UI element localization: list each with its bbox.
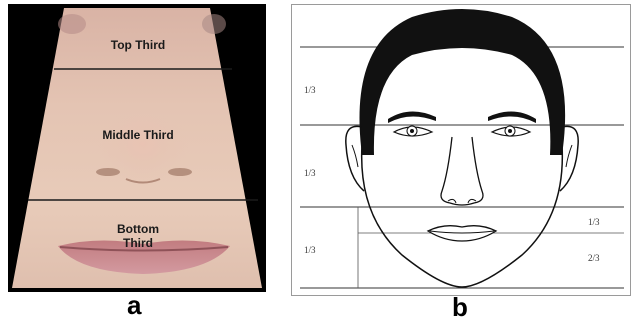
left-pupil — [410, 129, 414, 133]
left-ear-inner — [352, 145, 358, 167]
nose — [441, 137, 483, 205]
right-pupil — [508, 129, 512, 133]
right-eyebrow — [488, 111, 536, 123]
fraction-left-lower: 1/3 — [304, 245, 316, 255]
panel-a-face-photo: Top Third Middle Third Bottom Third — [8, 4, 266, 292]
panel-b-face-drawing: 1/3 1/3 1/3 1/3 2/3 — [291, 4, 631, 296]
left-eye-corner — [58, 14, 86, 34]
fraction-left-middle: 1/3 — [304, 168, 316, 178]
face-drawing-illustration — [292, 5, 632, 297]
fraction-right-lower: 2/3 — [588, 253, 600, 263]
caption-b: b — [452, 292, 468, 323]
label-middle-third: Middle Third — [78, 128, 198, 142]
fraction-left-upper: 1/3 — [304, 85, 316, 95]
right-nostril — [168, 168, 192, 176]
label-bottom-third-line1: Bottom — [98, 222, 178, 236]
hair — [359, 9, 565, 155]
label-bottom-third: Bottom Third — [98, 222, 178, 250]
label-top-third: Top Third — [88, 38, 188, 52]
right-eye-corner — [202, 14, 226, 34]
nostrils — [448, 199, 476, 203]
right-ear-inner — [566, 145, 572, 167]
fraction-right-upper: 1/3 — [588, 217, 600, 227]
left-eyebrow — [388, 111, 436, 123]
left-nostril — [96, 168, 120, 176]
face-outline — [362, 145, 563, 287]
label-bottom-third-line2: Third — [98, 236, 178, 250]
caption-a: a — [127, 290, 141, 321]
